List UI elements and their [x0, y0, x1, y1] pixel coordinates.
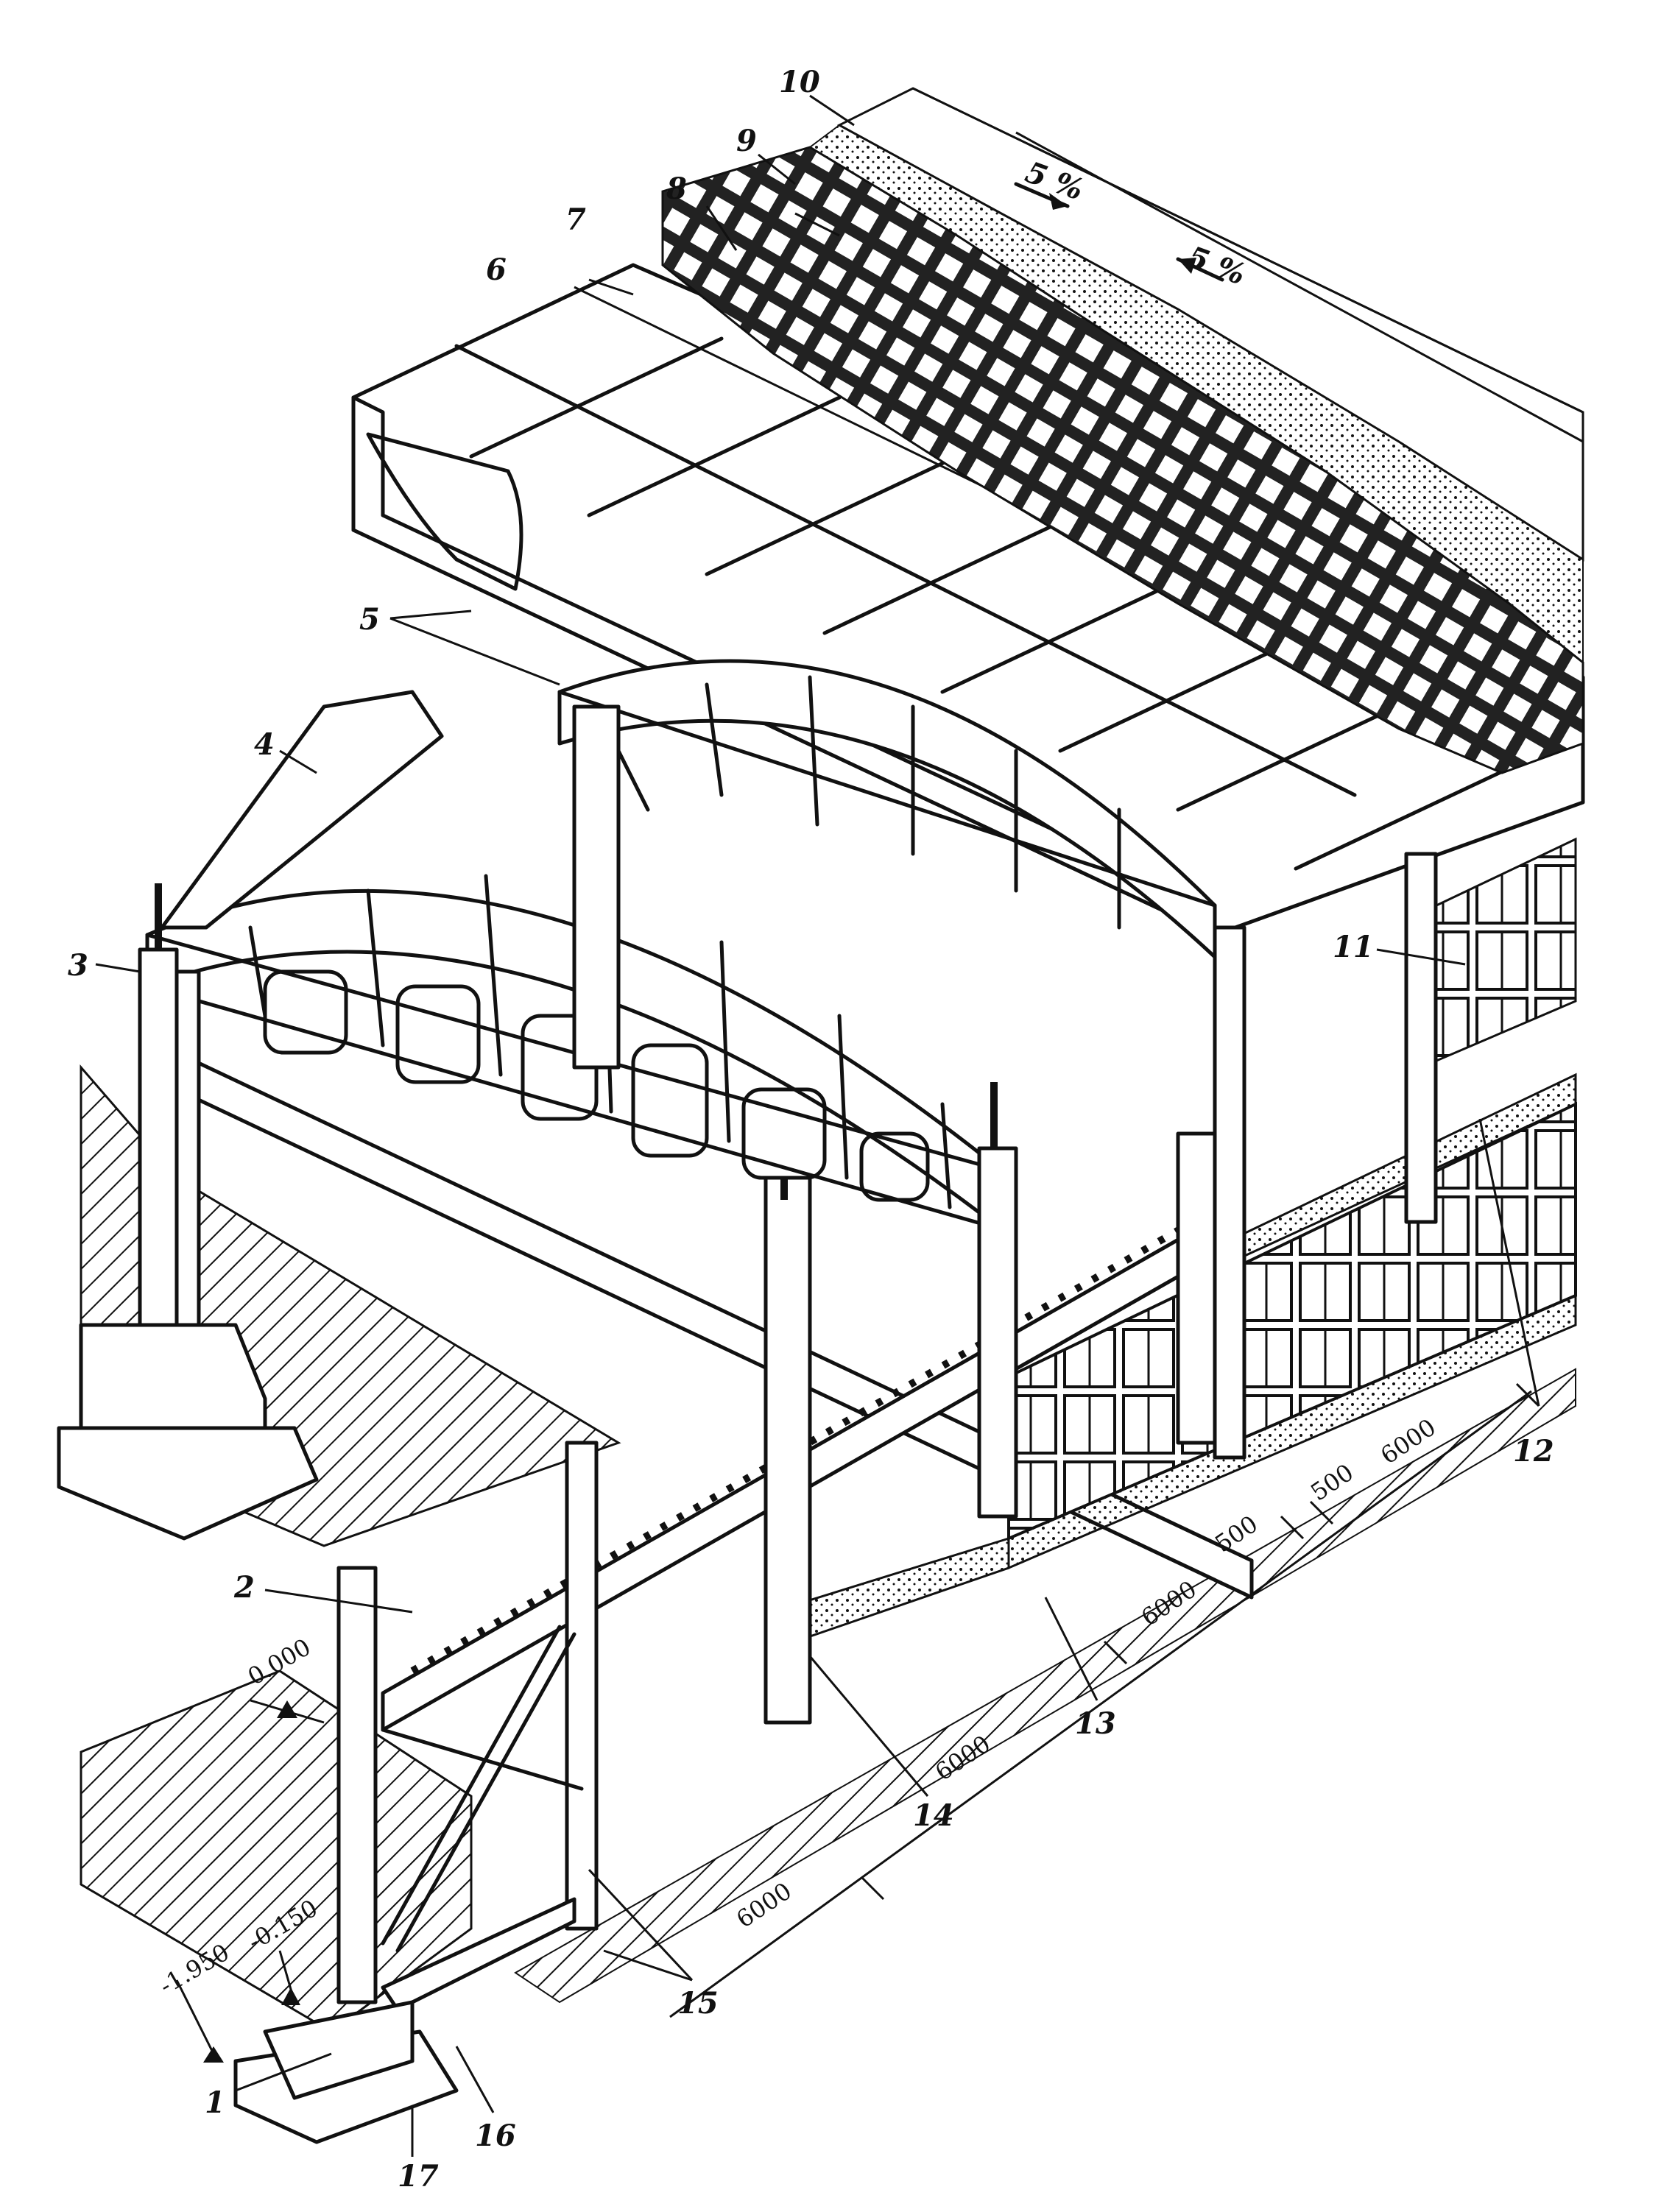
vertical-bracing	[381, 1625, 584, 2012]
callout-leaders	[95, 94, 1540, 2157]
callout-12: 12	[1513, 1434, 1554, 1469]
callout-8: 8	[666, 172, 687, 206]
callout-15: 15	[677, 1986, 719, 2021]
callout-9: 9	[736, 124, 757, 158]
callout-3: 3	[68, 948, 88, 983]
callout-7: 7	[565, 202, 586, 237]
callout-4: 4	[254, 727, 275, 762]
callout-13: 13	[1075, 1706, 1116, 1741]
callout-10: 10	[779, 65, 820, 99]
callout-11: 11	[1333, 930, 1374, 964]
callout-2: 2	[233, 1570, 255, 1605]
callout-16: 16	[475, 2119, 516, 2153]
callout-5: 5	[359, 602, 380, 637]
foundations	[57, 1323, 459, 2144]
columns	[138, 704, 1438, 2004]
dimension-lines	[669, 1382, 1540, 2018]
callout-labels: 1 2 3 4 5 6 7 8 9 10 11 12 13 14 15 16 1…	[68, 65, 1554, 2194]
callout-6: 6	[486, 252, 507, 287]
callout-17: 17	[398, 2159, 439, 2194]
roof-insulation-layer	[661, 87, 1584, 774]
slope-arrows	[1014, 182, 1224, 282]
callout-1: 1	[205, 2085, 225, 2120]
callout-14: 14	[913, 1798, 954, 1833]
